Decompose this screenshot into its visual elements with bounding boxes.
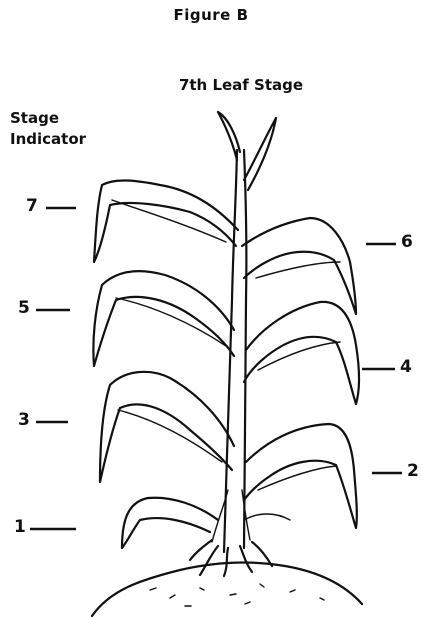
soil-mound bbox=[92, 563, 362, 616]
leaf-4 bbox=[244, 302, 359, 404]
stage-label-7: 7 bbox=[26, 196, 38, 216]
leaf-7 bbox=[94, 180, 238, 262]
leaf-1-right bbox=[244, 514, 290, 520]
stage-label-1: 1 bbox=[14, 517, 26, 537]
stage-label-3: 3 bbox=[18, 410, 30, 430]
leaf-1 bbox=[122, 498, 218, 548]
stage-label-6: 6 bbox=[401, 232, 413, 252]
leaf-3 bbox=[100, 372, 234, 482]
stage-label-4: 4 bbox=[400, 357, 412, 377]
leaf-2 bbox=[244, 424, 357, 528]
stage-label-5: 5 bbox=[18, 298, 30, 318]
leaf-5 bbox=[93, 271, 234, 366]
leaf-6 bbox=[242, 218, 356, 314]
soil-texture bbox=[150, 584, 324, 606]
stage-label-2: 2 bbox=[407, 461, 419, 481]
whorl-leaf-right bbox=[244, 118, 276, 190]
roots bbox=[190, 540, 272, 576]
